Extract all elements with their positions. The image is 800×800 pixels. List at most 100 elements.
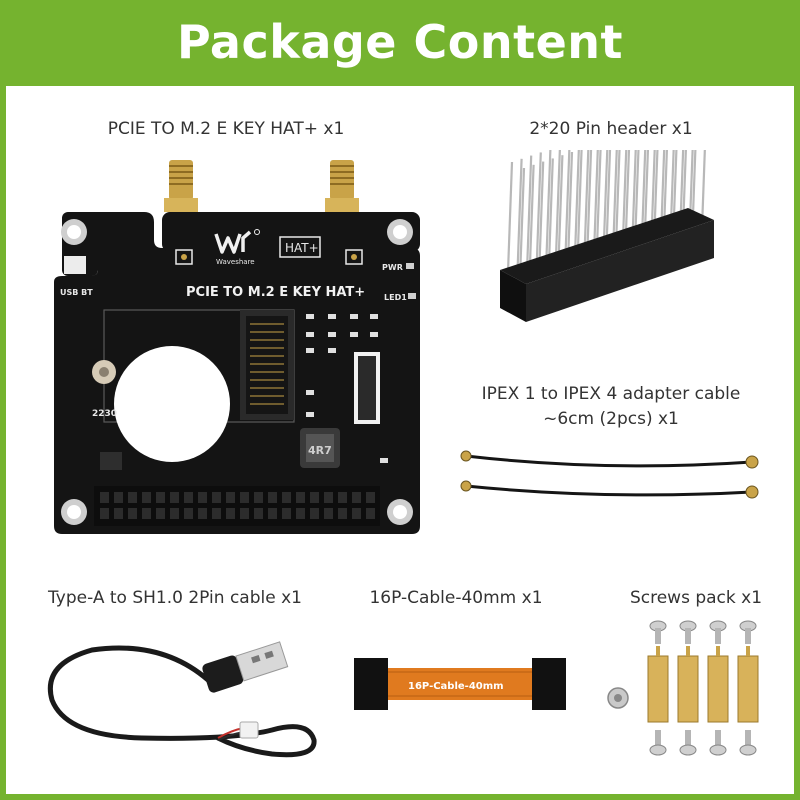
gpio-pin (366, 492, 375, 503)
nut (607, 687, 629, 709)
caption-screws: Screws pack x1 (629, 588, 763, 608)
screw (649, 620, 667, 644)
gpio-pin (268, 508, 277, 519)
header-pin (595, 150, 602, 253)
screw (709, 730, 727, 756)
gpio-pin (226, 492, 235, 503)
caption-ipex-cable-line2: ~6cm (2pcs) x1 (543, 409, 679, 429)
header-pin (602, 150, 609, 241)
gpio-pin (324, 508, 333, 519)
header-pin (593, 150, 599, 244)
screw (739, 620, 757, 644)
gpio-pin (156, 492, 165, 503)
mounting-hole (61, 219, 87, 245)
header-pin (535, 152, 542, 263)
header-pin (516, 158, 523, 269)
brass-standoff (707, 646, 729, 723)
gpio-pin (100, 508, 109, 519)
header-pin (643, 150, 650, 237)
caption-usb-cable: Type-A to SH1.0 2Pin cable x1 (48, 588, 302, 608)
header-pin (538, 161, 545, 272)
header-pin (672, 150, 678, 227)
header-pin (564, 150, 571, 253)
header-pin (506, 161, 514, 273)
gpio-pin (198, 492, 207, 503)
gpio-pin (352, 508, 361, 519)
header-pin (634, 150, 640, 240)
brass-standoff (737, 646, 759, 723)
gpio-pin (240, 508, 249, 519)
screw (679, 620, 697, 644)
header-pin (566, 151, 574, 263)
usb-cable-image (48, 641, 317, 758)
gpio-pin (310, 508, 319, 519)
header-pin (641, 150, 647, 228)
gpio-pin (296, 492, 305, 503)
header-pin (662, 150, 669, 231)
pin-header-image (500, 150, 714, 322)
usb-a-plug (202, 641, 289, 693)
hat-badge: HAT+ (285, 241, 319, 255)
caption-ffc-cable: 16P-Cable-40mm x1 (369, 588, 543, 608)
gpio-pin (114, 508, 123, 519)
gpio-pin (338, 508, 347, 519)
header-pin (526, 155, 533, 266)
gpio-pin (324, 492, 333, 503)
gpio-pin (226, 508, 235, 519)
header-pin (518, 167, 526, 279)
header-pin (670, 150, 675, 218)
sma-connector-right (325, 160, 359, 218)
header-pin (631, 150, 637, 231)
header-pin (679, 150, 685, 215)
header-pin (574, 150, 580, 250)
small-ic (100, 452, 122, 470)
gpio-pin (240, 492, 249, 503)
gpio-pin (268, 492, 277, 503)
header-pin (653, 150, 659, 234)
gpio-pin (170, 508, 179, 519)
gpio-pin (254, 492, 263, 503)
gpio-pin (184, 492, 193, 503)
header-pin (624, 150, 631, 243)
caption-ipex-cable-line1: IPEX 1 to IPEX 4 adapter cable (481, 384, 741, 404)
header-pin (650, 150, 656, 225)
header-pin (622, 150, 628, 234)
gpio-pin (184, 508, 193, 519)
screw (649, 730, 667, 756)
gpio-pin (352, 492, 361, 503)
header-banner: Package Content (0, 0, 800, 84)
ffc-cable-image: 16P-Cable-40mm (354, 658, 566, 710)
ipex-cable (460, 450, 759, 469)
gpio-pin (310, 492, 319, 503)
gpio-pin (282, 492, 291, 503)
inductor: 4R7 (300, 428, 340, 468)
header-pin (612, 150, 618, 237)
mounting-hole (387, 219, 413, 245)
ipex-pad-left (175, 249, 193, 265)
sma-connector-left (164, 160, 198, 218)
caption-pin-header: 2*20 Pin header x1 (529, 119, 693, 139)
ipex-cables-image (460, 450, 759, 499)
gpio-pin (142, 492, 151, 503)
gpio-pin (296, 508, 305, 519)
page-title: Package Content (176, 15, 624, 69)
header-pin (576, 150, 583, 259)
header-pin (691, 150, 697, 221)
gpio-pin (198, 508, 207, 519)
board-cutout (114, 346, 230, 462)
gpio-pin (212, 508, 221, 519)
header-pin (605, 150, 612, 250)
header-pin (701, 150, 706, 218)
hat-badge-frame (279, 236, 321, 258)
screws-image (607, 620, 759, 756)
header-pin (660, 150, 666, 221)
header-pin (586, 150, 593, 256)
size-label: 2230 (92, 409, 117, 419)
header-pin (689, 150, 694, 212)
brand-label: Waveshare (216, 258, 255, 266)
hat-board-image: USB BT Waveshare HAT+ PWR LED1 PCIE TO M… (54, 160, 420, 534)
m2-slot (240, 310, 294, 420)
usb-bt-connector (64, 256, 86, 274)
gpio-pin (114, 492, 123, 503)
gpio-pin (100, 492, 109, 503)
